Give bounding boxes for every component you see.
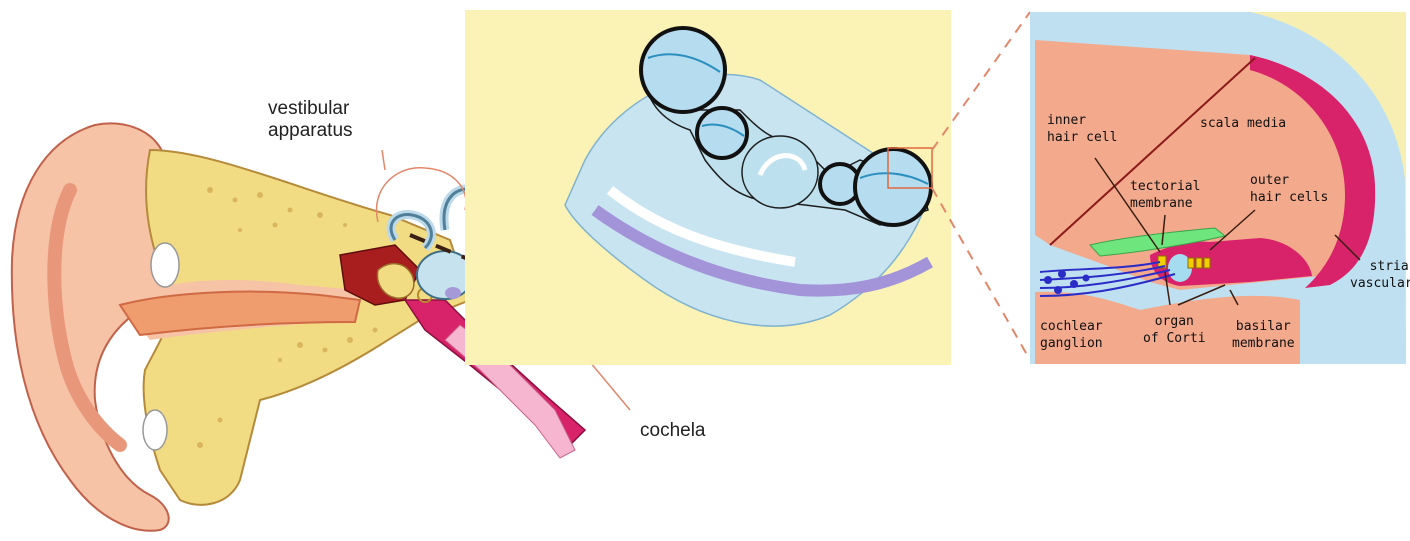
stria-line1: stria bbox=[1350, 258, 1410, 275]
organ-line2: of Corti bbox=[1143, 330, 1206, 347]
detail-panel bbox=[1030, 12, 1406, 364]
organ-of-corti-label: organ of Corti bbox=[1143, 313, 1206, 347]
outer-hair-cells-line1: outer bbox=[1250, 172, 1328, 189]
vestibular-apparatus-label: vestibular apparatus bbox=[268, 98, 353, 142]
cavity-lower bbox=[143, 410, 167, 450]
tectorial-line1: tectorial bbox=[1130, 178, 1200, 195]
cavity-upper bbox=[151, 243, 179, 287]
cochlear-line1: cochlear bbox=[1040, 318, 1103, 335]
inner-hair-cell-line1: inner bbox=[1047, 112, 1117, 129]
stria-line2: vascularis bbox=[1350, 275, 1410, 292]
outer-hair-cells-line2: hair cells bbox=[1250, 189, 1328, 206]
tectorial-membrane-label: tectorial membrane bbox=[1130, 178, 1200, 212]
inner-hair-cell-label: inner hair cell bbox=[1047, 112, 1117, 146]
vestibular-label-line2: apparatus bbox=[268, 120, 353, 142]
outer-hair-cells-label: outer hair cells bbox=[1250, 172, 1328, 206]
round-window bbox=[445, 287, 461, 299]
cochlear-line2: ganglion bbox=[1040, 335, 1103, 352]
basilar-membrane-label: basilar membrane bbox=[1232, 318, 1295, 352]
cochlear-ganglion-label: cochlear ganglion bbox=[1040, 318, 1103, 352]
cochela-label: cochela bbox=[640, 420, 706, 442]
basilar-line2: membrane bbox=[1232, 335, 1295, 352]
cochlea-panel bbox=[465, 10, 951, 365]
inner-hair-cell-line2: hair cell bbox=[1047, 129, 1117, 146]
basilar-line1: basilar bbox=[1232, 318, 1295, 335]
tectorial-line2: membrane bbox=[1130, 195, 1200, 212]
organ-line1: organ bbox=[1143, 313, 1206, 330]
stria-vascularis-label: stria vascularis bbox=[1350, 258, 1410, 292]
scala-media-label: scala media bbox=[1200, 115, 1286, 132]
vestibular-leader bbox=[382, 150, 385, 170]
vestibular-label-line1: vestibular bbox=[268, 98, 353, 120]
cochlea-mid-bulge bbox=[742, 136, 818, 208]
